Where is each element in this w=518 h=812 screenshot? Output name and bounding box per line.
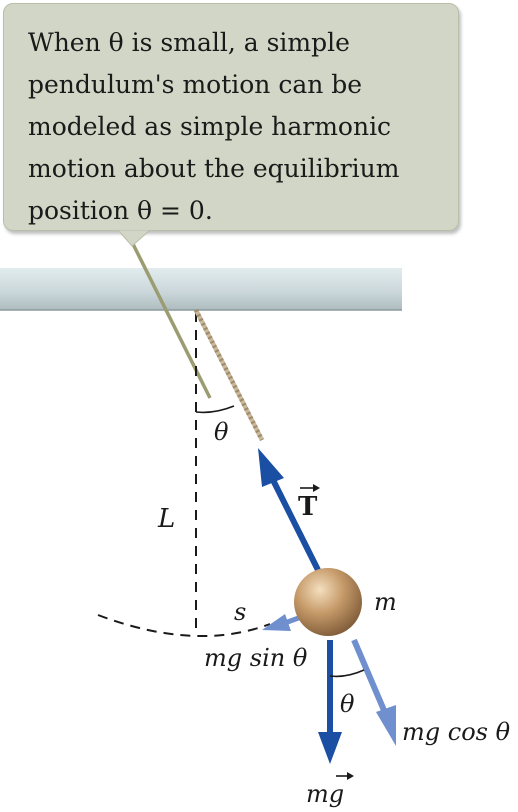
tension-arrowhead xyxy=(258,448,284,487)
mass-label: m xyxy=(374,588,397,616)
angle-label-bottom: θ xyxy=(340,690,355,718)
ceiling xyxy=(0,268,402,310)
callout-line-2: pendulum's motion can be xyxy=(28,70,363,99)
length-label: L xyxy=(157,504,175,534)
tension-label: T xyxy=(298,492,318,522)
callout-line-1: When θ is small, a simple xyxy=(28,28,350,57)
tension-overarrow xyxy=(300,484,320,492)
arc-length-label: s xyxy=(234,598,246,626)
angle-label-top: θ xyxy=(214,418,229,446)
angle-arc-top xyxy=(195,405,235,414)
callout-line-5: position θ = 0. xyxy=(28,196,213,225)
swing-arc xyxy=(97,614,271,638)
gravity-overarrow xyxy=(336,772,354,780)
callout-line-4: motion about the equilibrium xyxy=(28,154,400,183)
tangential-force-label: mg sin θ xyxy=(204,644,308,672)
radial-arrowhead xyxy=(376,705,396,746)
callout-tail xyxy=(117,230,151,247)
callout-box: When θ is small, a simple pendulum's mot… xyxy=(3,3,459,231)
radial-vector xyxy=(351,638,389,717)
tension-vector xyxy=(269,476,321,572)
radial-force-label: mg cos θ xyxy=(402,718,511,746)
callout-line-3: modeled as simple harmonic xyxy=(28,112,392,141)
pendulum-bob xyxy=(294,568,362,636)
angle-arc-bottom xyxy=(329,669,365,678)
gravity-arrowhead xyxy=(318,732,342,764)
tangential-arrowhead xyxy=(262,614,291,631)
pendulum-string-twist xyxy=(193,308,265,442)
gravity-label: mg xyxy=(306,780,344,808)
